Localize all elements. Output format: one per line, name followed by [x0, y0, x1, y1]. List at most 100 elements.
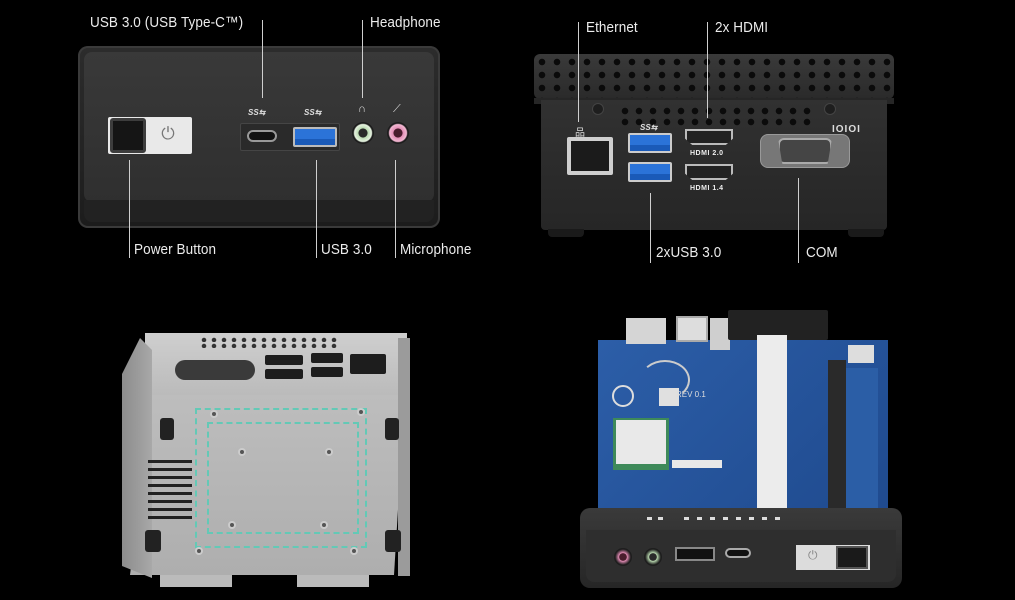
sodimm-slot — [828, 360, 846, 520]
callout-line — [395, 160, 396, 258]
board-logo — [612, 385, 634, 407]
led-indicator — [749, 517, 754, 520]
io-cutout-usb — [311, 353, 343, 363]
callout-line — [650, 193, 651, 263]
callout-line — [707, 22, 708, 118]
led-indicator — [697, 517, 702, 520]
mount-hole — [228, 521, 236, 529]
headphone-jack — [352, 122, 374, 144]
board-edge — [846, 368, 878, 518]
led-indicator — [647, 517, 652, 520]
led-indicator — [762, 517, 767, 520]
board-rev-text: REV 0.1 — [676, 390, 706, 399]
board-ethernet-port — [626, 318, 666, 344]
rubber-foot — [160, 418, 174, 440]
mount-hole — [238, 448, 246, 456]
board-label-strip — [672, 460, 722, 468]
led-indicator — [658, 517, 663, 520]
rubber-foot — [385, 418, 399, 440]
screw — [824, 103, 836, 115]
callout-line — [798, 178, 799, 263]
vent-slot — [148, 468, 192, 471]
ribbon-cable — [757, 335, 787, 515]
io-cutout-hdmi — [265, 355, 303, 365]
wifi-card-label — [616, 420, 666, 464]
screw — [592, 103, 604, 115]
rubber-foot — [385, 530, 401, 552]
superspeed-icon: SS⇆ — [640, 123, 658, 132]
microphone-icon: ⟋ — [393, 103, 401, 115]
hdmi-port-bottom — [685, 164, 733, 180]
callout-line — [578, 22, 579, 122]
vent-slot — [148, 476, 192, 479]
foot — [848, 229, 884, 237]
mount-hole — [350, 547, 358, 555]
board-usb-port — [676, 316, 708, 342]
vent-slot — [148, 484, 192, 487]
rear-top-cover — [534, 54, 894, 99]
rubber-foot — [145, 530, 161, 552]
io-cutout-ethernet — [350, 354, 386, 374]
rear-vents — [618, 104, 813, 126]
mount-hole — [320, 521, 328, 529]
usb-c-port-front — [725, 548, 751, 558]
vent-slot — [148, 460, 192, 463]
headphone-icon: ∩ — [358, 103, 366, 115]
label-power-button: Power Button — [134, 241, 217, 258]
com-icon: IOIOI — [832, 124, 861, 135]
chassis-tab — [160, 575, 232, 587]
label-usb-3: USB 3.0 — [321, 241, 372, 258]
com-port-connector — [778, 138, 832, 164]
microphone-jack-front — [614, 548, 632, 566]
network-icon: 品 — [575, 128, 585, 139]
superspeed-icon: SS⇆ — [248, 108, 266, 117]
mount-hole — [195, 547, 203, 555]
usb-a-port-front — [675, 547, 715, 561]
microphone-jack — [387, 122, 409, 144]
io-cutout-com — [175, 360, 255, 380]
mount-hole — [325, 448, 333, 456]
foot — [548, 229, 584, 237]
usb-a-port — [293, 127, 337, 147]
callout-line — [129, 160, 130, 258]
label-com: COM — [806, 244, 838, 261]
callout-line — [262, 20, 263, 98]
power-button — [110, 118, 146, 153]
led-indicator — [684, 517, 689, 520]
mount-hole — [357, 408, 365, 416]
label-microphone: Microphone — [400, 241, 472, 258]
vent-slot — [148, 508, 192, 511]
label-usb-type-c: USB 3.0 (USB Type-C™) — [90, 14, 244, 31]
vesa-mount-outline-inner — [207, 422, 359, 534]
label-ethernet: Ethernet — [586, 19, 638, 36]
power-button-front — [836, 546, 868, 569]
label-headphone: Headphone — [370, 14, 441, 31]
board-connector — [848, 345, 874, 363]
io-cutout-hdmi — [265, 369, 303, 379]
front-lip — [84, 200, 434, 222]
label-hdmi: 2x HDMI — [715, 19, 769, 36]
mount-hole — [210, 410, 218, 418]
superspeed-icon: SS⇆ — [304, 108, 322, 117]
hdmi-port-top — [685, 129, 733, 145]
led-indicator — [736, 517, 741, 520]
callout-line — [362, 20, 363, 98]
usb-a-port-bottom — [628, 162, 672, 182]
vent-slot — [148, 516, 192, 519]
led-indicator — [775, 517, 780, 520]
board-connector — [710, 318, 730, 350]
vesa-mount-outline-outer — [195, 408, 367, 548]
hdmi-1-label: HDMI 1.4 — [690, 185, 724, 192]
led-indicator — [710, 517, 715, 520]
headphone-jack-front — [644, 548, 662, 566]
io-cutout-usb — [311, 367, 343, 377]
usb-a-port-top — [628, 133, 672, 153]
chassis-tab — [297, 575, 369, 587]
chassis-right-wall — [398, 338, 410, 576]
vent-slot — [148, 492, 192, 495]
ethernet-socket — [571, 141, 609, 171]
antenna-cable — [640, 360, 690, 400]
power-icon: ⏻ — [808, 548, 818, 562]
power-icon: ⏻ — [161, 124, 175, 143]
vent-slot — [148, 500, 192, 503]
